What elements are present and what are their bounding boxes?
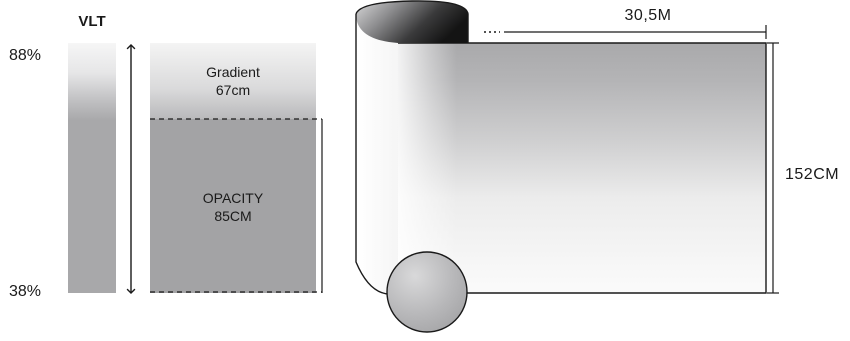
gradient-zone [150, 43, 316, 119]
roll-top-outline [355, 0, 469, 43]
film-sheet [398, 42, 767, 294]
vlt-gradient-strip [68, 43, 116, 293]
vlt-title: VLT [78, 13, 105, 30]
height-label: 152CM [785, 166, 839, 183]
opacity-label: OPACITY [203, 190, 264, 206]
sample-magnifier [386, 251, 468, 333]
length-label: 30,5M [625, 7, 672, 24]
roll-top [356, 0, 468, 43]
gradient-label: Gradient [206, 64, 260, 80]
opacity-zone [150, 119, 316, 293]
vlt-top-value: 88% [9, 47, 41, 64]
vlt-bottom-value: 38% [9, 283, 41, 300]
roll-curl [356, 14, 468, 295]
opacity-size: 85CM [214, 208, 251, 224]
gradient-size: 67cm [216, 82, 250, 98]
